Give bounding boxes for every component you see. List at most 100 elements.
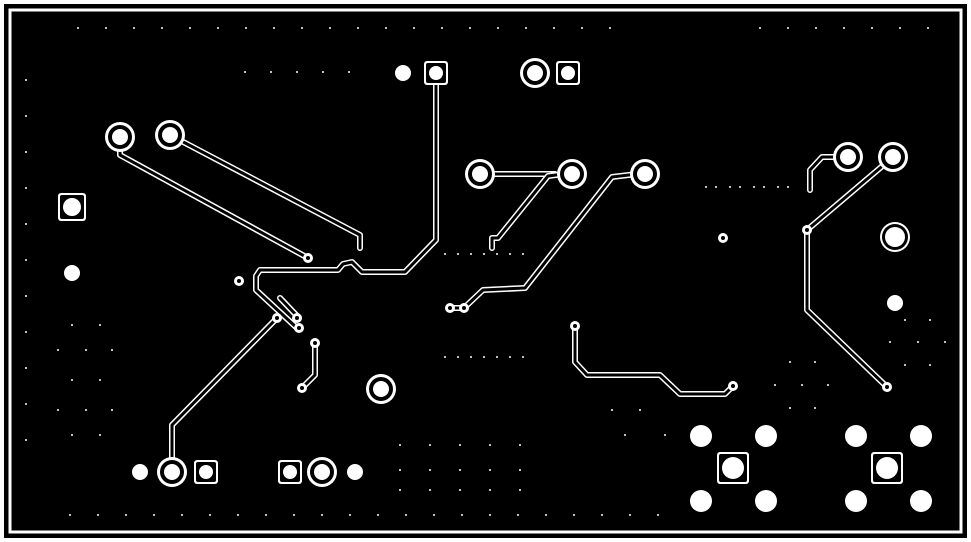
dot	[85, 349, 87, 351]
dot	[944, 341, 946, 343]
dot	[444, 356, 446, 358]
dot	[715, 186, 717, 188]
dot	[789, 407, 791, 409]
dot	[399, 489, 401, 491]
dot	[25, 115, 27, 117]
dot	[739, 186, 741, 188]
board-frame	[4, 4, 967, 538]
via-hole	[448, 306, 452, 310]
dot	[161, 27, 163, 29]
dot	[787, 27, 789, 29]
dot	[581, 27, 583, 29]
dot	[237, 514, 239, 516]
dot	[69, 514, 71, 516]
dot	[815, 27, 817, 29]
via-hole	[297, 326, 301, 330]
pad	[637, 166, 653, 182]
dot	[469, 27, 471, 29]
trace	[805, 155, 895, 389]
dot	[664, 434, 666, 436]
dot	[441, 27, 443, 29]
dot	[763, 186, 765, 188]
dot	[629, 514, 631, 516]
dot	[25, 439, 27, 441]
dot	[217, 27, 219, 29]
via-hole	[313, 341, 317, 345]
dot	[429, 444, 431, 446]
via-hole	[721, 236, 725, 240]
dot	[496, 356, 498, 358]
dot	[97, 514, 99, 516]
pad	[876, 457, 898, 479]
dot	[349, 514, 351, 516]
dot	[413, 27, 415, 29]
dot	[787, 186, 789, 188]
pad	[722, 457, 744, 479]
pad	[885, 227, 905, 247]
dot	[545, 514, 547, 516]
mounting-hole	[690, 490, 712, 512]
dot	[497, 27, 499, 29]
dot	[245, 27, 247, 29]
trace	[254, 70, 438, 330]
mounting-hole	[64, 265, 80, 281]
dot	[624, 434, 626, 436]
pad	[564, 166, 580, 182]
pad	[63, 198, 81, 216]
pad	[561, 66, 575, 80]
dot	[929, 319, 931, 321]
dot	[889, 341, 891, 343]
dot	[57, 349, 59, 351]
dot	[899, 27, 901, 29]
dot	[181, 514, 183, 516]
dot	[489, 489, 491, 491]
pads	[58, 58, 932, 512]
dot	[525, 27, 527, 29]
dot	[601, 514, 603, 516]
dot	[483, 356, 485, 358]
dot	[153, 514, 155, 516]
dot	[509, 356, 511, 358]
dot	[657, 514, 659, 516]
dot	[329, 27, 331, 29]
dot	[917, 341, 919, 343]
mounting-hole	[910, 425, 932, 447]
mounting-hole	[845, 425, 867, 447]
mounting-hole	[887, 295, 903, 311]
dot	[301, 27, 303, 29]
dot	[904, 364, 906, 366]
dot	[433, 514, 435, 516]
dot	[489, 444, 491, 446]
dot	[774, 384, 776, 386]
pad	[314, 464, 330, 480]
dot	[85, 409, 87, 411]
pad	[840, 149, 856, 165]
mounting-hole	[755, 490, 777, 512]
dot	[929, 364, 931, 366]
via-hole	[805, 228, 809, 232]
dot	[377, 514, 379, 516]
dot	[71, 324, 73, 326]
dot	[322, 71, 324, 73]
dot	[71, 434, 73, 436]
dot	[244, 71, 246, 73]
board-outline	[8, 8, 963, 534]
dot	[457, 356, 459, 358]
dot	[459, 469, 461, 471]
pad	[885, 149, 901, 165]
dot	[444, 253, 446, 255]
dot	[759, 27, 761, 29]
vias	[25, 27, 946, 516]
pad	[373, 381, 389, 397]
dot	[789, 361, 791, 363]
dot	[293, 514, 295, 516]
dot	[111, 409, 113, 411]
dot	[57, 409, 59, 411]
pad	[162, 127, 178, 143]
dot	[429, 489, 431, 491]
dot	[459, 444, 461, 446]
dot	[105, 27, 107, 29]
via-hole	[885, 385, 889, 389]
dot	[25, 367, 27, 369]
